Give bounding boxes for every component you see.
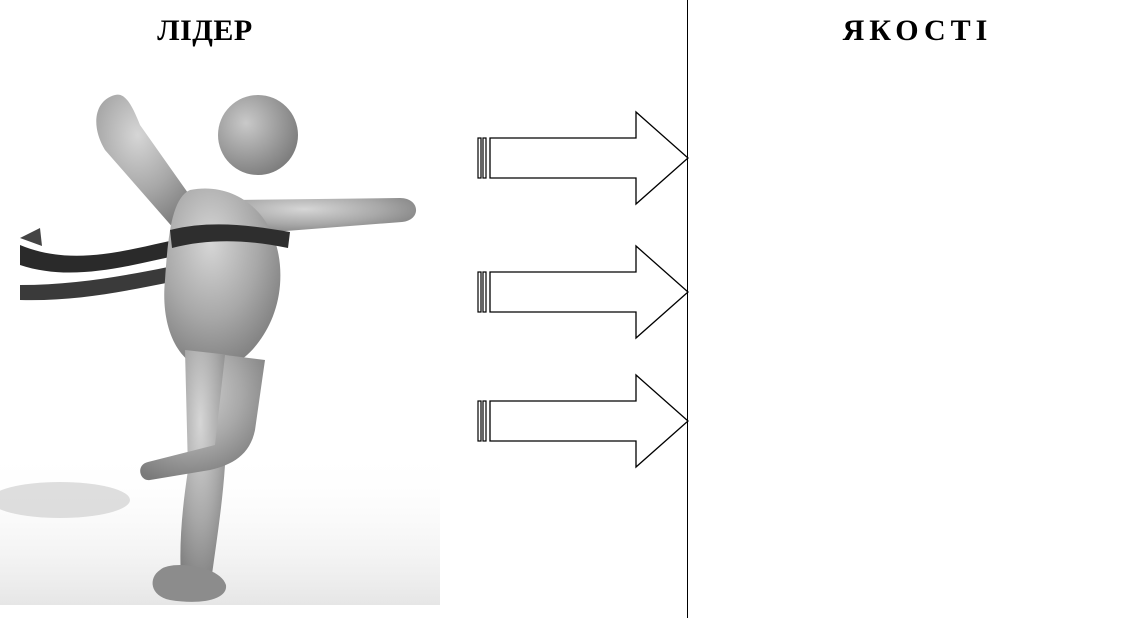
right-arrow-icon [478, 375, 688, 467]
qualities-box [687, 0, 1147, 618]
leader-figure-image [0, 70, 440, 605]
leader-title: ЛІДЕР [130, 14, 280, 48]
qualities-title: ЯКОСТІ [688, 14, 1147, 48]
right-arrow-icon [478, 112, 688, 204]
arrows-group [470, 100, 700, 480]
right-arrow-icon [478, 246, 688, 338]
